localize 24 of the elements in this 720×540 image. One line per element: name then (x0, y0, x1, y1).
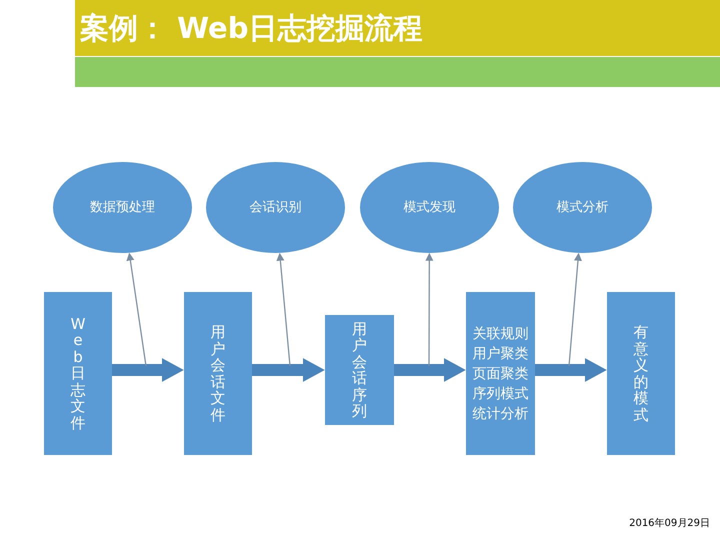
data-box (466, 292, 535, 455)
arrow (276, 252, 291, 366)
node-label: 会话识别 (250, 200, 302, 216)
data-box (44, 292, 112, 455)
node-label: 用户会话文件 (210, 324, 226, 423)
arrow (394, 359, 466, 381)
node-label: 有意义的模式 (634, 324, 648, 423)
node-label: Web日志文件 (70, 316, 86, 432)
arrow (126, 252, 147, 366)
node-label: 关联规则用户聚类页面聚类序列模式统计分析 (471, 324, 530, 424)
arrow (535, 359, 607, 381)
slide-title: 案例： Web日志挖掘流程 (80, 10, 422, 46)
arrow (425, 252, 434, 366)
node-label: 数据预处理 (90, 200, 155, 216)
arrow (568, 252, 582, 366)
arrow (252, 359, 325, 381)
node-label: 用户会话序列 (352, 320, 367, 420)
date-label: 2016年09月29日 (629, 517, 710, 531)
node-label: 模式发现 (404, 200, 456, 216)
arrow (112, 359, 184, 381)
data-box (607, 292, 675, 455)
data-box (184, 292, 252, 455)
data-box (325, 315, 394, 425)
node-label: 模式分析 (556, 200, 608, 216)
